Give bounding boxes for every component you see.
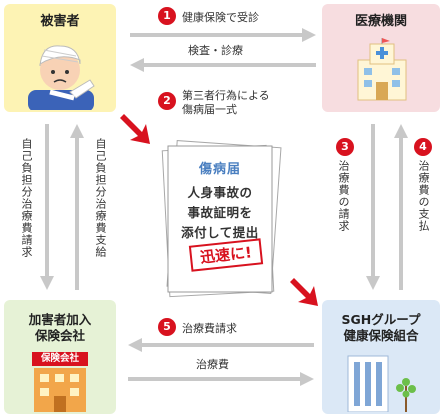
arrow-medical-to-victim — [130, 58, 316, 72]
step-5-badge: 5 — [158, 318, 176, 336]
insurer-title: 加害者加入 保険会社 — [28, 312, 92, 343]
flow-label-3: 治療費の請求 — [337, 160, 350, 232]
document-line-2: 事故証明を — [187, 205, 253, 220]
flow-label-self-pay: 自己負担分治療費支給 — [94, 138, 107, 258]
arrow-insurer-to-union — [128, 372, 314, 386]
document-title: 傷病届 — [198, 162, 241, 177]
arrow-union-to-insurer — [128, 338, 314, 352]
step-2-badge: 2 — [158, 92, 176, 110]
insurer-sign: 保険会社 — [32, 352, 88, 366]
office-tower-icon — [347, 355, 416, 412]
union-title: SGHグループ 健康保険組合 — [341, 312, 421, 343]
medical-box: 医療機関 — [322, 4, 440, 112]
insurer-box: 加害者加入 保険会社 保険会社 — [4, 300, 116, 414]
injured-person-icon — [28, 45, 95, 110]
medical-title: 医療機関 — [354, 14, 407, 29]
document-line-1: 人身事故の — [187, 185, 253, 200]
flow-label-5: 治療費請求 — [182, 322, 237, 335]
office-building-icon — [34, 368, 86, 412]
flow-label-1: 健康保険で受診 — [182, 11, 259, 24]
flow-label-treatment-fee: 治療費 — [196, 358, 229, 371]
step-3-badge: 3 — [336, 138, 354, 156]
document-line-3: 添付して提出 — [181, 225, 259, 240]
flow-label-self-claim: 自己負担分治療費請求 — [20, 138, 33, 258]
arrow-insurer-to-victim — [70, 124, 84, 290]
hospital-icon — [357, 38, 407, 101]
arrow-red-document-to-union — [290, 278, 318, 306]
arrow-victim-to-insurer — [40, 124, 54, 290]
step-1-badge: 1 — [158, 7, 176, 25]
flow-label-exam: 検査・診療 — [188, 44, 243, 57]
flow-label-4: 治療費の支払 — [417, 160, 430, 232]
step-4-badge: 4 — [414, 138, 432, 156]
victim-box: 被害者 — [4, 4, 116, 112]
arrow-red-victim-to-document — [120, 114, 150, 144]
arrow-victim-to-medical — [130, 28, 316, 42]
arrow-medical-to-union — [366, 124, 380, 290]
victim-title: 被害者 — [40, 14, 80, 29]
flow-label-2: 第三者行為による 傷病届一式 — [182, 89, 270, 116]
arrow-union-to-medical — [394, 124, 408, 290]
union-box: SGHグループ 健康保険組合 — [322, 300, 440, 414]
